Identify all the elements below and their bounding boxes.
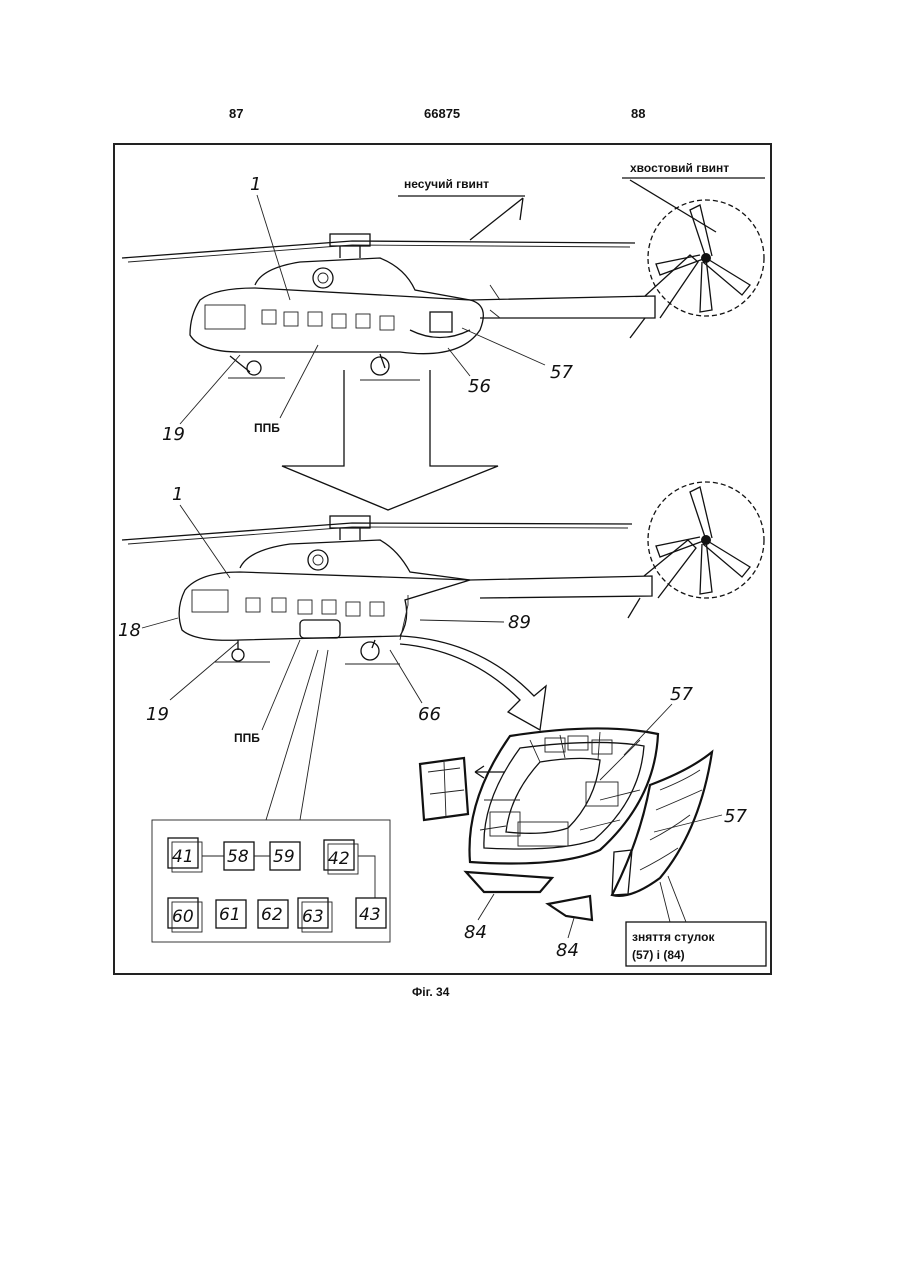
fuselage <box>190 288 483 354</box>
removal-note-line2: (57) і (84) <box>632 948 685 962</box>
ppb-label-bottom: ППБ <box>234 731 260 745</box>
block-41: 41 <box>172 847 194 867</box>
tail-rotor-detail-top <box>648 200 764 316</box>
ppb-label-top: ППБ <box>254 421 280 435</box>
block-63: 63 <box>302 907 324 927</box>
tail-rotor-detail-bottom <box>648 482 764 598</box>
block-61: 61 <box>219 905 241 925</box>
callout-56: 56 <box>468 376 491 397</box>
callout-57-top: 57 <box>550 362 573 383</box>
removal-note-line1: зняття стулок <box>632 930 715 944</box>
block-58: 58 <box>227 847 249 867</box>
figure-caption: Фіг. 34 <box>412 985 449 999</box>
callout-19-bottom: 19 <box>146 704 169 725</box>
helicopter-top-view <box>122 234 698 380</box>
callout-66: 66 <box>418 704 441 725</box>
callout-1-bottom: 1 <box>172 484 183 505</box>
callout-57-exploded-side: 57 <box>724 806 747 827</box>
block-59: 59 <box>273 847 295 867</box>
callout-84-left: 84 <box>464 922 487 943</box>
callout-1-top: 1 <box>250 174 261 195</box>
callout-89: 89 <box>508 612 531 633</box>
ppb-block-diagram: 41 58 59 42 60 61 62 63 43 <box>152 820 390 942</box>
tail-rotor-label: хвостовий гвинт <box>630 161 729 175</box>
main-rotor-blade <box>122 241 635 258</box>
callout-19-top: 19 <box>162 424 185 445</box>
tail-boom <box>470 296 655 318</box>
clamshell-exploded-view <box>420 728 712 920</box>
callout-84-right: 84 <box>556 940 579 961</box>
callout-57-exploded-top: 57 <box>670 684 693 705</box>
block-60: 60 <box>172 907 194 927</box>
callout-18: 18 <box>118 620 141 641</box>
block-43: 43 <box>359 905 381 925</box>
transition-arrow <box>282 370 498 510</box>
block-42: 42 <box>328 849 350 869</box>
block-62: 62 <box>261 905 283 925</box>
main-rotor-label: несучий гвинт <box>404 177 489 191</box>
helicopter-bottom-view <box>122 516 696 664</box>
